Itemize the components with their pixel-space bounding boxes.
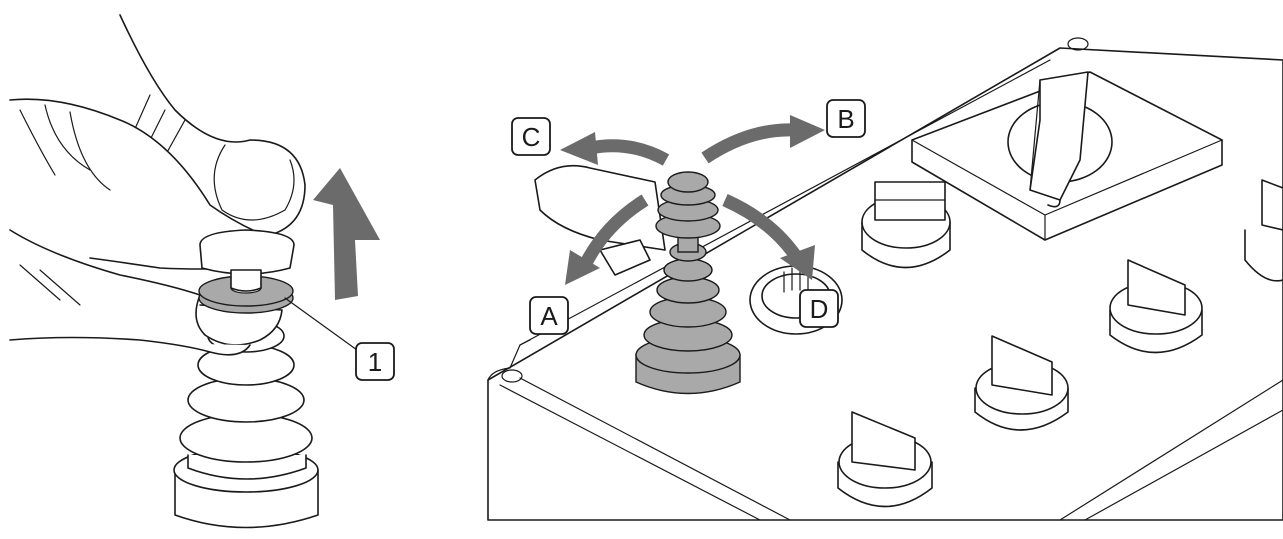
joystick xyxy=(635,171,741,395)
ring-part-1 xyxy=(198,269,294,314)
selector-knob-1 xyxy=(861,181,951,269)
left-panel-remove-ring: 1 xyxy=(9,14,395,529)
selector-knob-4 xyxy=(837,411,933,508)
joystick-boot xyxy=(173,319,319,529)
callout-d: D xyxy=(799,289,839,328)
callout-a: A xyxy=(529,296,569,335)
knob-cap xyxy=(199,229,295,275)
callout-c: C xyxy=(511,117,551,156)
callout-b: B xyxy=(826,99,866,138)
selector-knob-2 xyxy=(1109,259,1203,354)
callout-a-label: A xyxy=(540,301,558,331)
main-switch xyxy=(911,71,1223,241)
leader-line-1 xyxy=(284,297,358,351)
arrow-up-icon xyxy=(313,168,380,300)
callout-b-label: B xyxy=(837,104,854,134)
selector-knob-3 xyxy=(974,335,1069,431)
callout-1: 1 xyxy=(355,342,395,381)
callout-1-label: 1 xyxy=(368,347,382,377)
callout-c-label: C xyxy=(522,122,541,152)
curved-arrow-icon xyxy=(560,115,825,285)
callout-d-label: D xyxy=(810,294,829,324)
right-panel-control-box: C B A D xyxy=(487,37,1283,521)
